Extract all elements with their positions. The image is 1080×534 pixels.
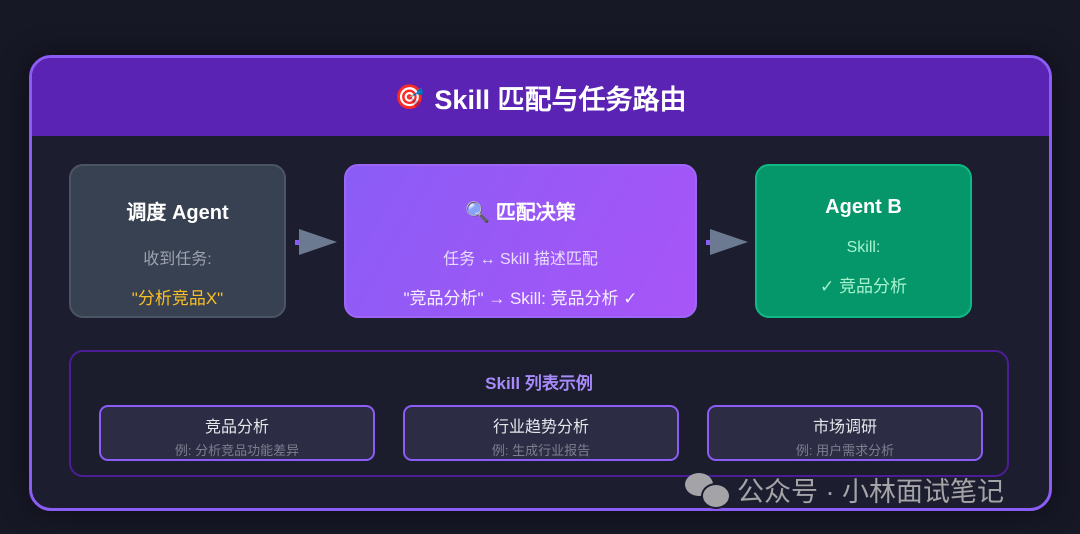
arrow-right-icon xyxy=(710,229,748,255)
arrow-match-to-agent-b xyxy=(706,229,752,257)
match-decision-result: "竞品分析" → Skill: 竞品分析 ✓ xyxy=(403,289,638,308)
wechat-icon xyxy=(685,472,731,509)
agent-b-skill-value: ✓ 竞品分析 xyxy=(820,277,907,296)
skill-name: 市场调研 xyxy=(812,419,877,436)
skill-example: 例: 用户需求分析 xyxy=(795,443,895,458)
skill-card: 行业趋势分析 例: 生成行业报告 xyxy=(403,405,679,461)
skill-list-title: Skill 列表示例 xyxy=(485,374,593,393)
arrow-dispatch-to-match xyxy=(295,229,341,257)
dispatch-agent-task: "分析竞品X" xyxy=(131,289,224,308)
agent-b-node: Agent B Skill: ✓ 竞品分析 xyxy=(755,164,972,318)
agent-b-skill-label: Skill: xyxy=(846,239,881,256)
skill-card: 竞品分析 例: 分析竞品功能差异 xyxy=(99,405,375,461)
arrow-right-icon xyxy=(299,229,337,255)
dispatch-agent-title: 调度 Agent xyxy=(126,202,229,224)
skill-name: 竞品分析 xyxy=(204,419,269,436)
magnifier-icon: 🔍 xyxy=(465,202,491,224)
skill-example: 例: 分析竞品功能差异 xyxy=(174,443,300,458)
diagram-title: Skill 匹配与任务路由 xyxy=(434,84,687,115)
match-decision-node: 🔍 匹配决策 任务 ↔ Skill 描述匹配 "竞品分析" → Skill: 竞… xyxy=(344,164,697,318)
skill-name: 行业趋势分析 xyxy=(492,419,589,436)
watermark: 公众号 · 小林面试笔记 xyxy=(685,470,1004,509)
target-icon: 🎯 xyxy=(394,83,425,111)
dispatch-agent-label: 收到任务: xyxy=(143,251,212,268)
skill-example: 例: 生成行业报告 xyxy=(491,443,591,458)
match-decision-title: 🔍 匹配决策 xyxy=(465,202,576,224)
match-decision-rule: 任务 ↔ Skill 描述匹配 xyxy=(443,251,598,268)
skill-list-panel: Skill 列表示例 竞品分析 例: 分析竞品功能差异 行业趋势分析 例: 生成… xyxy=(69,350,1009,477)
watermark-text: 公众号 · 小林面试笔记 xyxy=(737,477,1004,507)
skill-card: 市场调研 例: 用户需求分析 xyxy=(707,405,983,461)
diagram-frame: 🎯 Skill 匹配与任务路由 调度 Agent 收到任务: "分析竞品X" 🔍… xyxy=(29,55,1052,511)
agent-b-title: Agent B xyxy=(825,196,902,218)
diagram-header: 🎯 Skill 匹配与任务路由 xyxy=(32,58,1049,136)
dispatch-agent-node: 调度 Agent 收到任务: "分析竞品X" xyxy=(69,164,286,318)
